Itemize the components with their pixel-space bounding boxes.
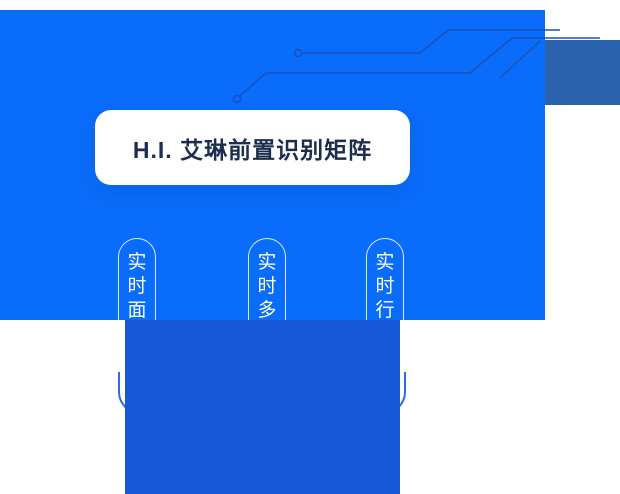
page-title: H.I. 艾琳前置识别矩阵 (132, 136, 373, 163)
accent-panel-top-right (545, 40, 620, 105)
feature-pill: 实时多 (248, 238, 286, 320)
title-card: H.I. 艾琳前置识别矩阵 (95, 110, 410, 185)
feature-pill-label: 实时面 (127, 252, 147, 320)
feature-pill: 实时面 (118, 238, 156, 320)
feature-pill-label: 实时多 (257, 252, 277, 320)
bottom-panel (125, 320, 400, 494)
feature-pill-label: 实时行 (375, 252, 395, 320)
feature-pill: 实时行 (366, 238, 404, 320)
